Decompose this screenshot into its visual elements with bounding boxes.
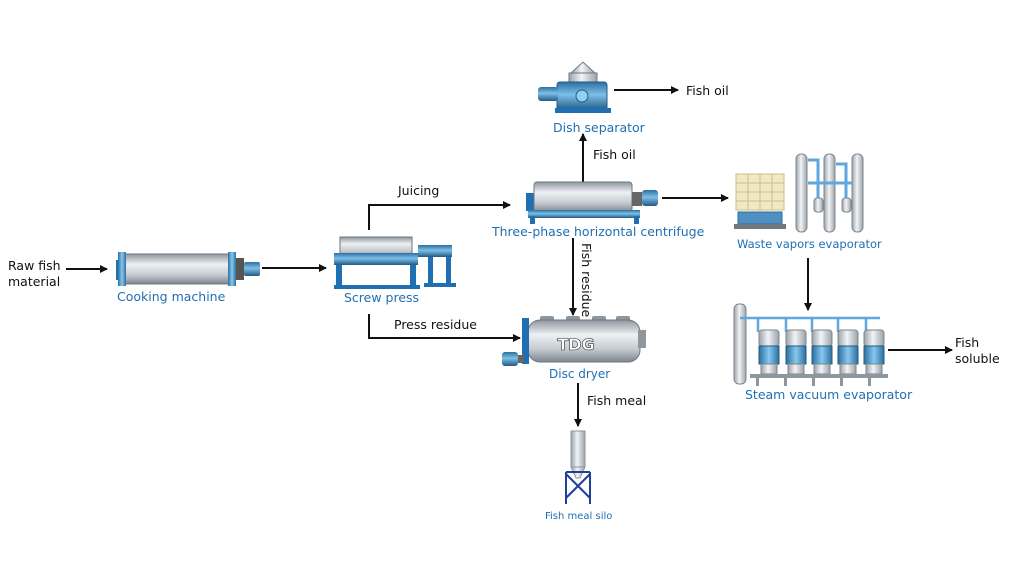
screw-press-label: Screw press [344,290,420,305]
centrifuge-label: Three-phase horizontal centrifuge [492,224,705,239]
evaporator-effect-1 [758,329,780,375]
centrifuge-graphic [526,181,658,224]
flow-arrows [66,86,953,427]
waste-evaporator-label: Waste vapors evaporator [737,237,882,251]
dish-separator-label: Dish separator [553,120,645,135]
waste-evaporator-graphic [734,153,864,233]
raw-material-label-line2: material [8,274,61,289]
steam-evaporator-graphic [733,303,888,386]
flow-label-fish-oil-up: Fish oil [593,147,636,162]
disc-dryer-graphic: TDG [502,316,646,366]
flow-label-soluble-line2: soluble [955,351,1000,366]
evaporator-effect-2 [785,329,807,375]
flow-label-press-residue: Press residue [394,317,477,332]
evaporator-effect-5 [863,329,885,375]
evaporator-effect-3 [811,329,833,375]
flow-label-fish-oil-out: Fish oil [686,83,729,98]
steam-evaporator-label: Steam vacuum evaporator [745,387,913,402]
dish-separator-graphic [538,61,611,113]
flow-label-fish-meal: Fish meal [587,393,647,408]
arrow-juicing [368,201,511,230]
flow-label-fish-residue: Fish residue [579,243,594,318]
flow-label-juicing: Juicing [398,183,440,198]
screw-press-graphic [334,236,456,289]
cooking-machine-label: Cooking machine [117,289,226,304]
flow-label-soluble-line1: Fish [955,335,980,350]
cooking-machine-graphic [116,252,260,286]
raw-material-label-line1: Raw fish [8,258,61,273]
silo-label: Fish meal silo [545,511,613,522]
arrow-press-residue [368,314,521,342]
disc-dryer-label: Disc dryer [549,367,611,381]
dryer-brand-logo: TDG [557,335,594,354]
evaporator-effect-4 [837,329,859,375]
fish-meal-silo-graphic [565,430,591,504]
